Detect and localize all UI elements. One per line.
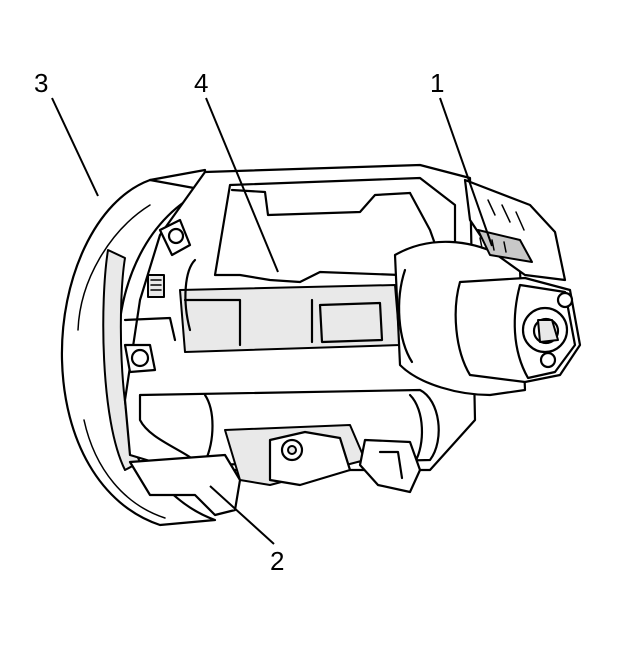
side-details [123,218,197,374]
retaining-clip [463,178,567,282]
callout-4: 4 [194,68,208,98]
leader-line-2 [209,485,275,545]
bottom-bracket [128,424,422,517]
leader-lines [51,97,493,545]
leader-line-4 [205,97,279,273]
housing-ring [60,168,217,527]
key-plug [393,240,582,397]
callout-3: 3 [34,68,48,98]
leader-line-1 [439,97,493,247]
leader-line-3 [51,97,99,197]
callout-1: 1 [430,68,444,98]
callout-2: 2 [270,546,284,576]
